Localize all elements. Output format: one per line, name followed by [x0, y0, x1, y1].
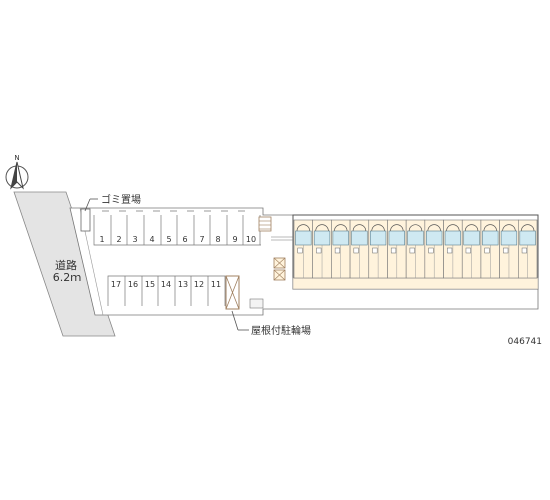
apartment-unit — [499, 219, 519, 279]
corridor — [292, 277, 539, 290]
parking-space: 2 — [116, 235, 121, 244]
apartment-unit — [293, 219, 313, 279]
unit-balcony — [407, 230, 424, 246]
door-swing-icon — [520, 224, 535, 232]
parking-space: 15 — [145, 280, 155, 289]
unit-fixture — [353, 247, 359, 254]
apartment-unit — [461, 219, 482, 279]
parking-space: 8 — [215, 235, 220, 244]
parking-bottom-numbers: 17 16 15 14 13 12 11 — [111, 280, 221, 289]
unit-balcony — [444, 230, 462, 246]
parking-top-row — [93, 210, 261, 246]
unit-balcony — [388, 230, 405, 246]
apartment-unit — [387, 219, 407, 279]
parking-top-numbers: 1 2 3 4 5 6 7 8 9 10 — [99, 235, 256, 244]
unit-balcony — [351, 230, 368, 246]
unit-fixture — [447, 247, 453, 254]
parking-space: 1 — [99, 235, 104, 244]
door-swing-icon — [296, 224, 311, 232]
unit-fixture — [409, 247, 415, 254]
unit-balcony — [519, 230, 536, 246]
unit-balcony — [500, 230, 518, 246]
door-swing-icon — [483, 224, 497, 232]
unit-fixture — [521, 247, 527, 254]
door-swing-icon — [352, 224, 367, 232]
door-swing-icon — [315, 224, 329, 232]
entrance-block — [249, 298, 264, 309]
door-swing-icon — [464, 224, 479, 232]
unit-balcony — [463, 230, 480, 246]
garbage-area — [80, 198, 98, 232]
apartment-unit — [480, 219, 500, 279]
parking-space: 9 — [232, 235, 237, 244]
unit-balcony — [332, 230, 349, 246]
utility-boxes — [273, 257, 286, 281]
door-swing-icon — [371, 224, 385, 232]
parking-space: 11 — [211, 280, 221, 289]
unit-fixture — [465, 247, 471, 254]
unit-fixture — [316, 247, 322, 254]
bicycle-parking — [225, 275, 249, 331]
parking-space: 4 — [149, 235, 154, 244]
road-label: 道路 — [55, 258, 77, 272]
north-label: N — [14, 154, 19, 162]
unit-row — [293, 219, 538, 279]
apartment-unit — [349, 219, 370, 279]
parking-space: 14 — [161, 280, 171, 289]
parking-space: 5 — [166, 235, 171, 244]
stair-hatch — [258, 216, 272, 232]
door-swing-icon — [502, 224, 516, 232]
unit-balcony — [369, 230, 387, 246]
parking-bottom-row — [107, 275, 226, 306]
parking-space: 10 — [246, 235, 256, 244]
garbage-label: ゴミ置場 — [101, 193, 141, 206]
unit-balcony — [313, 230, 331, 246]
apartment-unit — [518, 219, 538, 279]
bicycle-parking-label: 屋根付駐輪場 — [251, 324, 311, 337]
unit-fixture — [503, 247, 509, 254]
door-swing-icon — [427, 224, 441, 232]
parking-space: 7 — [199, 235, 204, 244]
apartment-unit — [405, 219, 426, 279]
road — [13, 191, 116, 337]
road-width-label: 6.2ｍ — [53, 271, 82, 284]
unit-fixture — [372, 247, 378, 254]
parking-space: 13 — [178, 280, 188, 289]
parking-space: 12 — [194, 280, 204, 289]
unit-balcony — [295, 230, 312, 246]
apartment-unit — [331, 219, 351, 279]
unit-fixture — [334, 247, 341, 254]
north-arrow-icon: N — [5, 154, 29, 190]
unit-balcony — [482, 230, 499, 246]
door-swing-icon — [334, 224, 348, 232]
unit-fixture — [390, 247, 397, 254]
parking-space: 6 — [182, 235, 187, 244]
apartment-building — [271, 214, 539, 290]
apartment-unit — [312, 219, 332, 279]
image-code: 046741 — [508, 337, 542, 347]
unit-balcony — [426, 230, 443, 246]
unit-fixture — [428, 247, 434, 254]
parking-space: 16 — [128, 280, 138, 289]
door-swing-icon — [408, 224, 423, 232]
apartment-unit — [443, 219, 463, 279]
parking-space: 17 — [111, 280, 121, 289]
door-swing-icon — [390, 224, 404, 232]
parking-space: 3 — [132, 235, 137, 244]
unit-fixture — [297, 247, 303, 254]
door-swing-icon — [446, 224, 460, 232]
unit-fixture — [484, 247, 490, 254]
apartment-unit — [368, 219, 388, 279]
apartment-unit — [424, 219, 444, 279]
